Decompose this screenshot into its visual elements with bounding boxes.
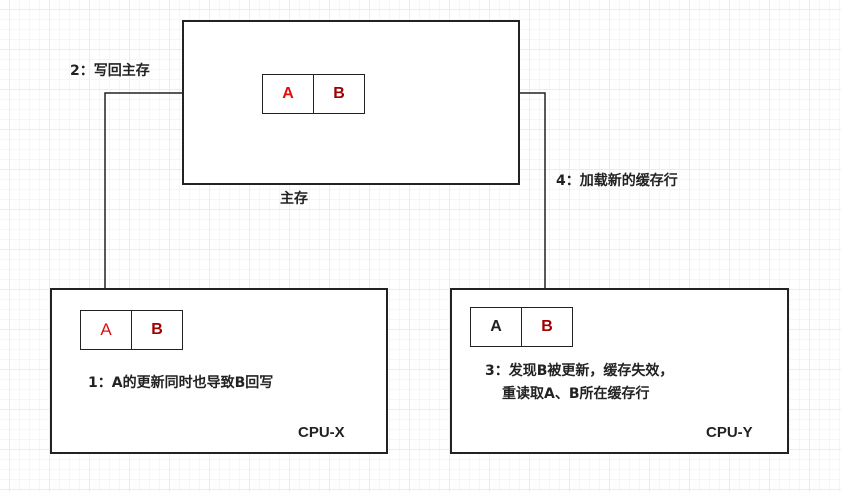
main-memory-cache-line: A B (262, 74, 365, 114)
cpu-y-cell-a: A (490, 318, 502, 335)
cpu-x-cell-a: A (100, 320, 112, 339)
main-memory-cell-a: A (282, 85, 294, 102)
load-cache-line-label: 4：加载新的缓存行 (556, 173, 678, 189)
cpu-y-cell-b: B (521, 308, 572, 346)
main-memory-cell-b: B (313, 75, 364, 113)
cpu-x-cache-line: A B (80, 310, 183, 350)
cpu-y-note-line-2: 重读取A、B所在缓存行 (502, 386, 650, 402)
cpu-y-cache-line: A B (470, 307, 573, 347)
write-back-label: 2：写回主存 (70, 63, 150, 79)
cpu-y-label: CPU-Y (706, 424, 753, 441)
main-memory-label: 主存 (280, 191, 308, 207)
cpu-x-cell-b: B (131, 311, 182, 349)
cpu-x-note: 1：A的更新同时也导致B回写 (88, 375, 274, 391)
cpu-x-label: CPU-X (298, 424, 345, 441)
cpu-y-note-line-1: 3：发现B被更新，缓存失效， (485, 363, 674, 379)
cpu-y-box (450, 288, 789, 454)
